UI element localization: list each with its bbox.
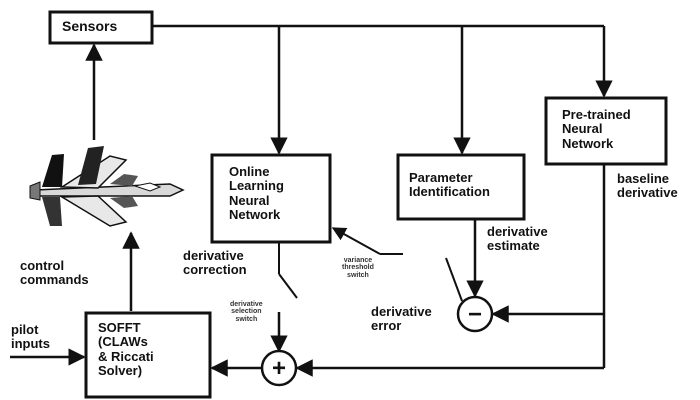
parameter-identification-box bbox=[396, 153, 526, 221]
variance-switch-arm bbox=[331, 227, 381, 255]
sensors-box bbox=[48, 10, 154, 45]
plus-symbol: + bbox=[272, 355, 286, 382]
derivative-correction-label: derivative correction bbox=[183, 248, 247, 278]
derivative-selection-switch-label: derivative selection switch bbox=[230, 301, 263, 323]
derivative-error-label: derivative error bbox=[371, 304, 432, 334]
online-learning-nn-box bbox=[210, 153, 332, 244]
baseline-derivative-label: baseline derivative bbox=[617, 171, 678, 201]
pretrained-nn-box bbox=[544, 96, 668, 166]
online-learning-nn-label: Online Learning Neural Network bbox=[229, 164, 284, 222]
sensors-label: Sensors bbox=[62, 18, 118, 34]
parameter-identification-label: Parameter Identification bbox=[409, 170, 490, 200]
derivative-estimate-label: derivative estimate bbox=[487, 224, 548, 254]
selection-switch-arm bbox=[278, 273, 298, 299]
sofft-box bbox=[84, 311, 212, 399]
difference-junction bbox=[456, 295, 494, 333]
sofft-label: SOFFT (CLAWs & Riccati Solver) bbox=[98, 320, 154, 378]
error-to-switch-line bbox=[445, 257, 463, 302]
fighter-jet-icon bbox=[29, 146, 185, 227]
summing-junction bbox=[260, 349, 298, 387]
control-commands-label: control commands bbox=[20, 258, 89, 288]
variance-threshold-switch-label: variance threshold switch bbox=[342, 257, 374, 279]
minus-symbol: − bbox=[468, 301, 482, 328]
pretrained-nn-label: Pre-trained Neural Network bbox=[562, 107, 631, 151]
pilot-inputs-label: pilot inputs bbox=[11, 322, 50, 352]
